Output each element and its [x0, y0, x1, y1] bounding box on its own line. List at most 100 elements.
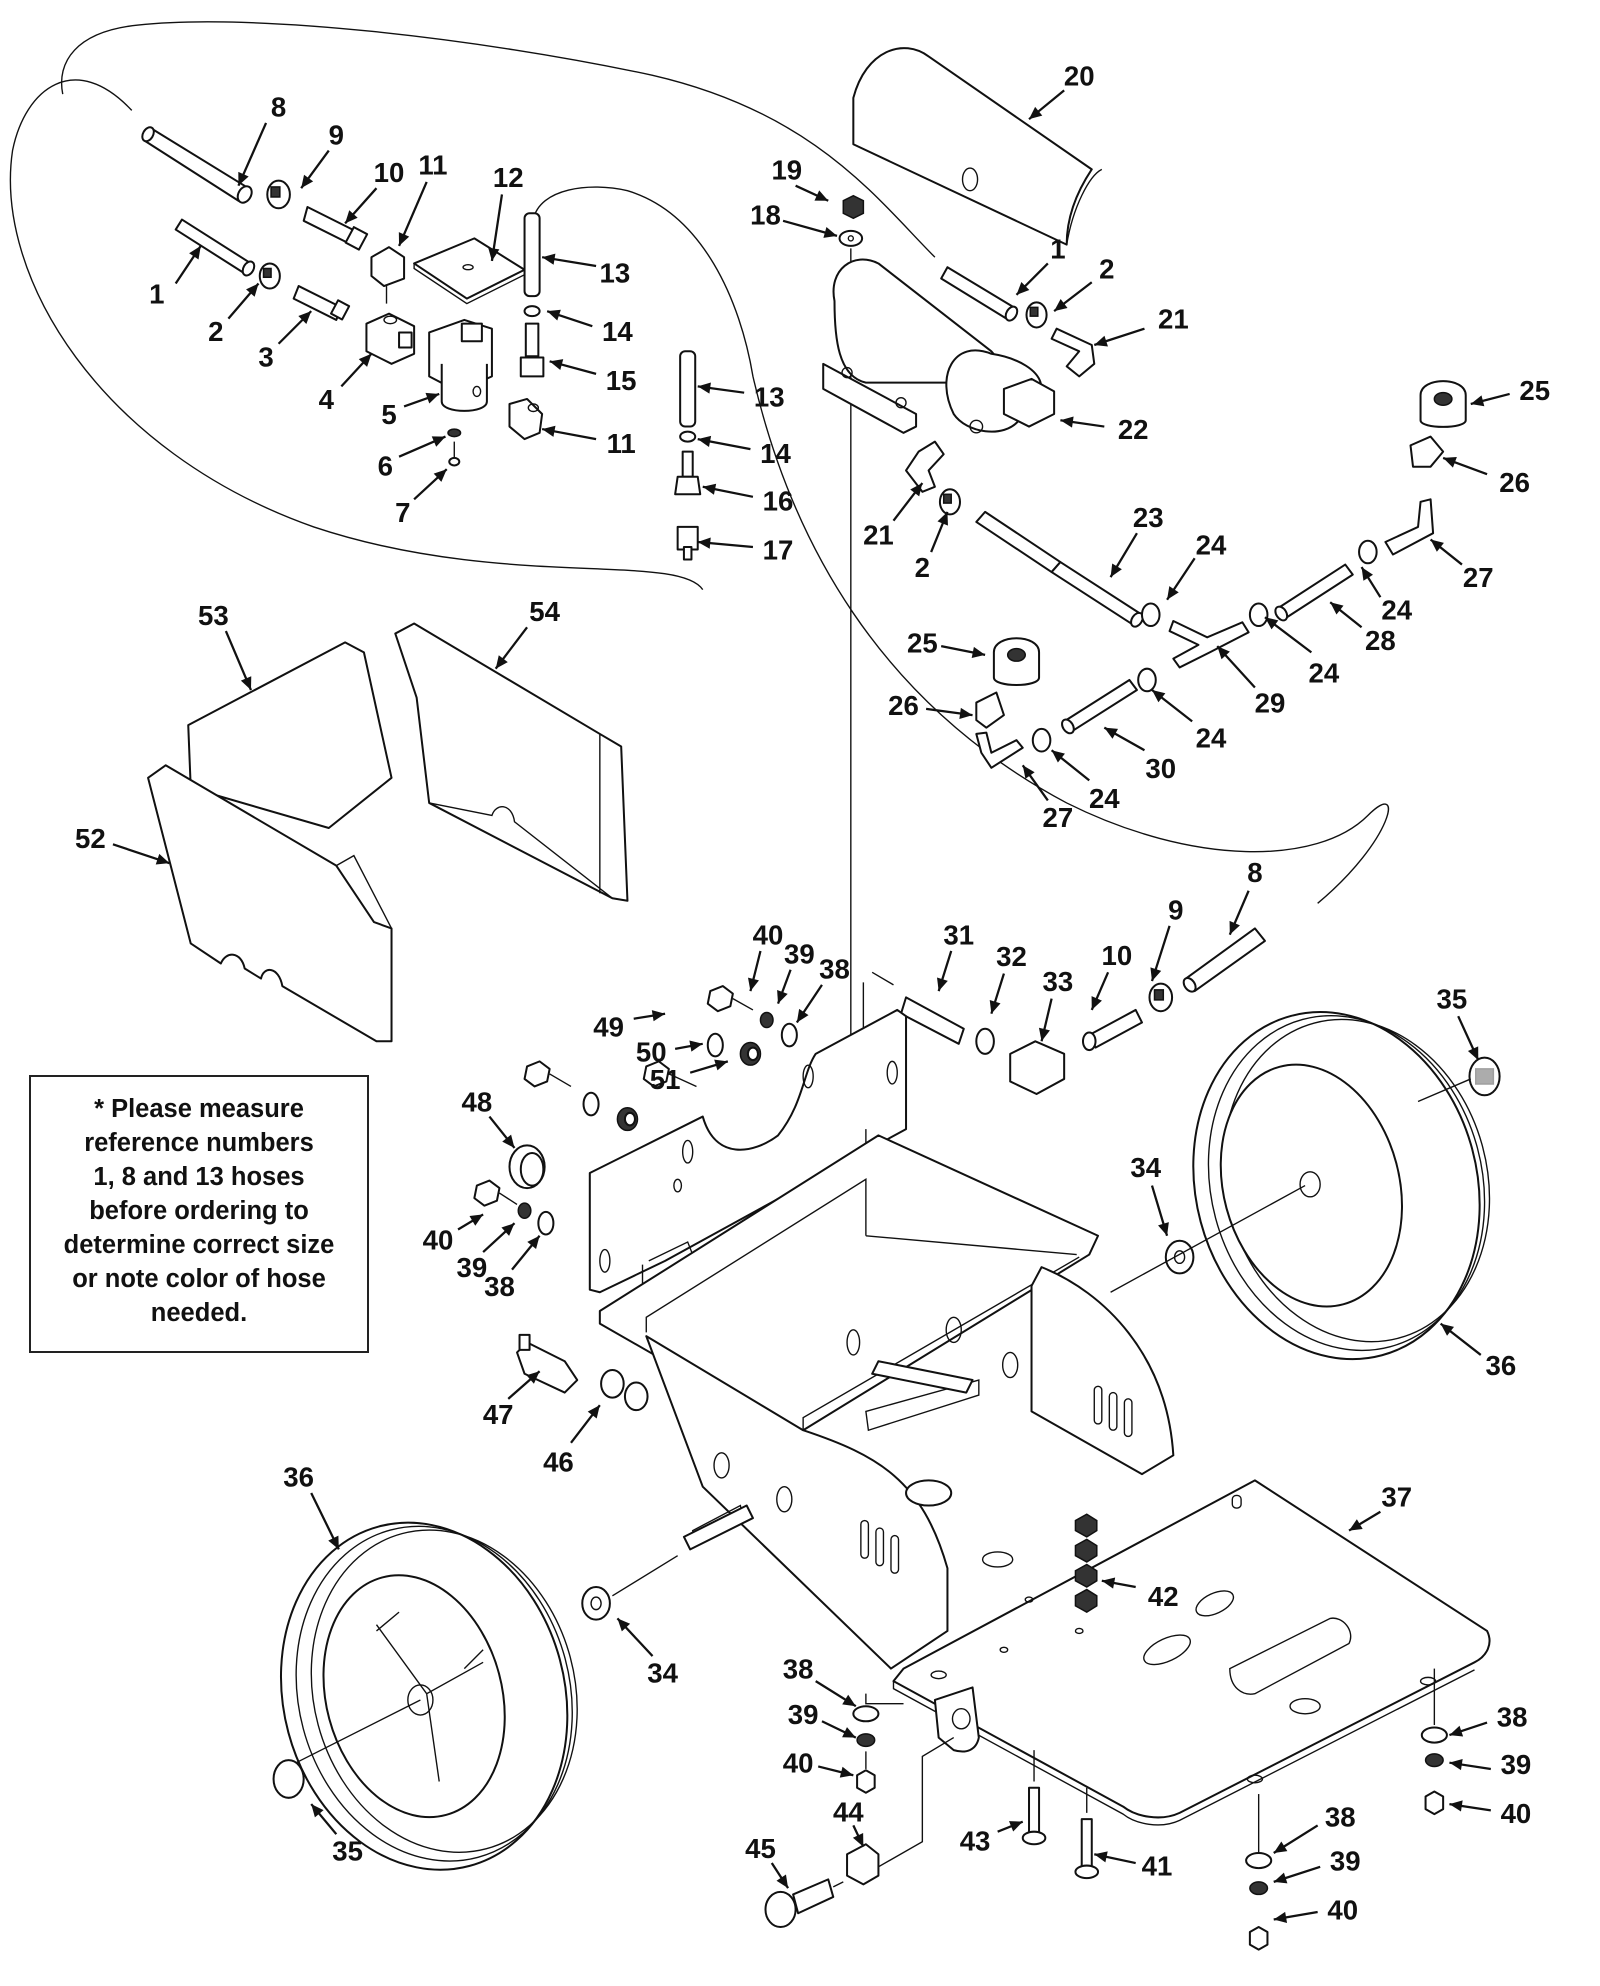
tee-29	[1168, 620, 1250, 669]
callout-number: 2	[208, 316, 223, 347]
callout-number: 39	[456, 1252, 487, 1283]
arrowhead	[839, 1766, 854, 1778]
callout-number: 54	[529, 596, 560, 627]
callout-40: 40	[1449, 1798, 1531, 1829]
fitting-31	[900, 996, 965, 1045]
callout-31: 31	[937, 920, 974, 992]
lock-washer-32	[975, 1027, 995, 1055]
foam-panel-54	[394, 622, 629, 902]
callout-2: 2	[1053, 254, 1115, 313]
callout-number: 17	[763, 535, 794, 566]
callout-number: 8	[271, 92, 286, 123]
washer-18	[838, 229, 864, 247]
callout-number: 10	[1102, 940, 1133, 971]
callout-number: 34	[647, 1657, 678, 1688]
arrowhead	[1038, 1027, 1050, 1042]
lock-washer-39-left	[517, 1202, 532, 1219]
hose-8-top	[141, 126, 253, 204]
fitting-10-top	[302, 206, 369, 251]
fitting-17	[676, 525, 699, 561]
callout-24: 24	[1166, 530, 1227, 601]
callout-number: 47	[483, 1399, 514, 1430]
arrowhead	[1229, 920, 1240, 935]
callout-33: 33	[1038, 966, 1073, 1042]
cart-frame	[645, 1266, 1175, 1670]
elbow-26-right	[1409, 435, 1445, 468]
arrowhead	[1449, 1725, 1464, 1737]
hose-30	[1061, 678, 1138, 735]
callout-number: 3	[258, 341, 273, 372]
callout-19: 19	[771, 154, 829, 202]
callout-45: 45	[745, 1833, 790, 1889]
nuts-42	[1074, 1513, 1098, 1614]
callout-number: 39	[784, 939, 815, 970]
pump-cover-20	[852, 47, 1103, 246]
callout-51: 51	[650, 1059, 729, 1095]
arrowhead	[1430, 539, 1444, 552]
arrowhead	[1060, 416, 1074, 428]
callout-38: 38	[1273, 1802, 1356, 1854]
arrowhead	[358, 353, 372, 367]
callout-number: 36	[283, 1462, 314, 1493]
callout-8: 8	[237, 92, 286, 187]
callout-3: 3	[258, 310, 313, 372]
hose-loop-outer	[61, 21, 936, 258]
arrowhead	[328, 1535, 339, 1550]
callout-number: 51	[650, 1064, 681, 1095]
arrowhead	[1273, 1872, 1288, 1884]
arrowhead	[651, 1010, 666, 1022]
arrowhead	[971, 646, 986, 658]
callout-26: 26	[888, 690, 973, 721]
callout-24: 24	[1264, 616, 1340, 688]
callout-24: 24	[1151, 689, 1227, 754]
callout-25: 25	[1470, 375, 1550, 407]
callout-34: 34	[1130, 1152, 1169, 1237]
arrowhead	[1330, 602, 1344, 615]
arrowhead	[298, 311, 312, 324]
arrowhead	[469, 1214, 484, 1226]
callout-number: 28	[1365, 625, 1396, 656]
arrowhead	[433, 469, 447, 482]
callout-38: 38	[484, 1235, 541, 1302]
grommet-51-lower	[616, 1107, 639, 1132]
callout-38: 38	[1449, 1701, 1528, 1737]
hardware-stack-bottom	[1245, 1794, 1273, 1951]
callout-number: 12	[493, 162, 524, 193]
callout-number: 48	[462, 1087, 493, 1118]
arrowhead	[1158, 1222, 1169, 1236]
callout-number: 50	[636, 1036, 667, 1067]
washers-46	[600, 1368, 649, 1412]
arrowhead	[796, 1008, 809, 1023]
pump-22	[822, 258, 1056, 434]
arrowhead	[1449, 1800, 1463, 1812]
arrowhead	[1443, 456, 1457, 468]
callout-number: 11	[607, 428, 636, 459]
callout-27: 27	[1021, 764, 1073, 833]
lock-washer-39-top	[759, 1011, 774, 1029]
axle-left	[682, 1504, 754, 1551]
callout-number: 2	[915, 552, 930, 583]
axle-lines	[295, 1078, 1472, 1764]
washer-38-top	[780, 1022, 798, 1048]
callout-number: 23	[1133, 502, 1164, 533]
arrowhead	[425, 392, 440, 404]
callout-2: 2	[915, 511, 949, 583]
arrowhead	[617, 1618, 631, 1632]
callout-46: 46	[543, 1404, 601, 1478]
clamp-24-d	[1137, 667, 1157, 693]
callout-21: 21	[863, 482, 924, 550]
callout-4: 4	[319, 353, 373, 415]
arrowhead	[495, 655, 508, 669]
hose-13-top	[523, 212, 541, 298]
callout-32: 32	[989, 941, 1027, 1015]
arrowhead	[1029, 106, 1043, 120]
nut-block-33	[1009, 1040, 1066, 1095]
arrowhead	[488, 247, 500, 261]
callout-39: 39	[776, 939, 815, 1005]
callout-number: 27	[1463, 562, 1494, 593]
callout-number: 14	[760, 438, 791, 469]
hose-measurement-note: * Please measure reference numbers 1, 8 …	[29, 1075, 369, 1353]
arrowhead	[1273, 1911, 1288, 1923]
callout-40: 40	[747, 920, 783, 992]
callout-6: 6	[378, 435, 446, 481]
